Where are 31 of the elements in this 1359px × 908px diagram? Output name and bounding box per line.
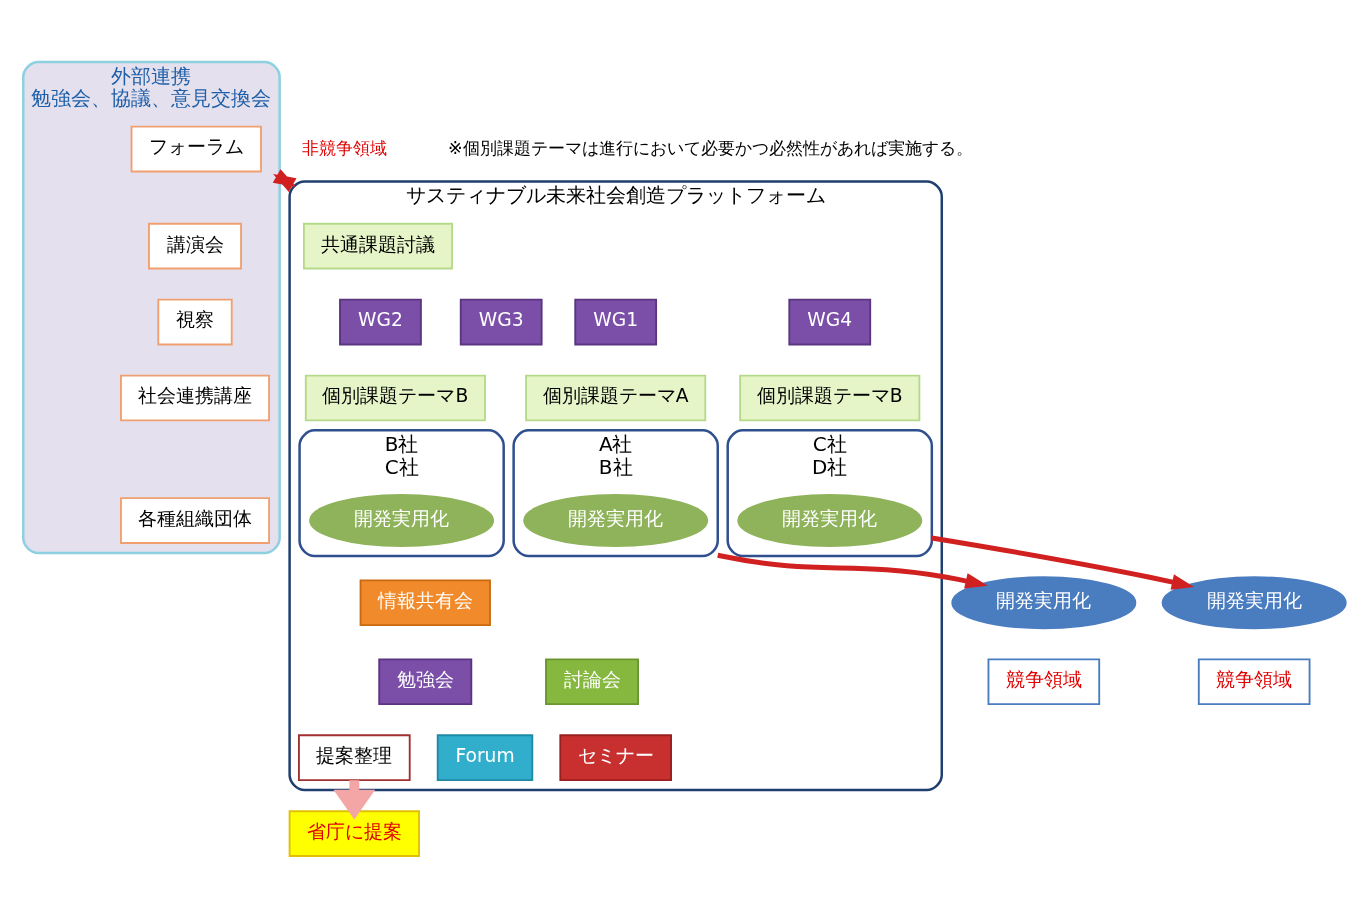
node-ellipse: 開発実用化 [523, 494, 709, 548]
node-box: 競争領域 [987, 658, 1101, 706]
node-box: WG2 [339, 298, 422, 346]
node-box: 討論会 [545, 658, 640, 706]
node-box: 情報共有会 [359, 579, 491, 627]
node-box: 講演会 [148, 222, 242, 270]
node-box: 勉強会 [378, 658, 473, 706]
arrow [931, 535, 1195, 590]
node-box: フォーラム [130, 125, 262, 173]
node-box: 社会連携講座 [120, 374, 270, 422]
node-box: 個別課題テーマA [525, 374, 707, 422]
node-box: 共通課題討議 [302, 222, 453, 270]
node-box: 省庁に提案 [288, 810, 420, 857]
node-box: WG1 [574, 298, 658, 346]
node-box: Forum [436, 734, 534, 782]
node-box: WG4 [788, 298, 872, 346]
arrow [717, 552, 988, 589]
node-box: 個別課題テーマB [304, 374, 486, 422]
node-box: セミナー [559, 734, 672, 782]
node-ellipse: 開発実用化 [951, 576, 1137, 630]
node-ellipse: 開発実用化 [309, 494, 495, 548]
node-box: 提案整理 [298, 734, 411, 782]
node-box: 各種組織団体 [120, 497, 270, 544]
arrow [272, 169, 297, 192]
node-box: 個別課題テーマB [739, 374, 921, 422]
node-ellipse: 開発実用化 [737, 494, 923, 548]
node-box: 競争領域 [1197, 658, 1311, 706]
label: ※個別課題テーマは進行において必要かつ必然性があれば実施する。 [447, 137, 973, 158]
node-box: WG3 [459, 298, 543, 346]
node-box: 視察 [157, 298, 233, 346]
label: 非競争領域 [301, 137, 387, 158]
